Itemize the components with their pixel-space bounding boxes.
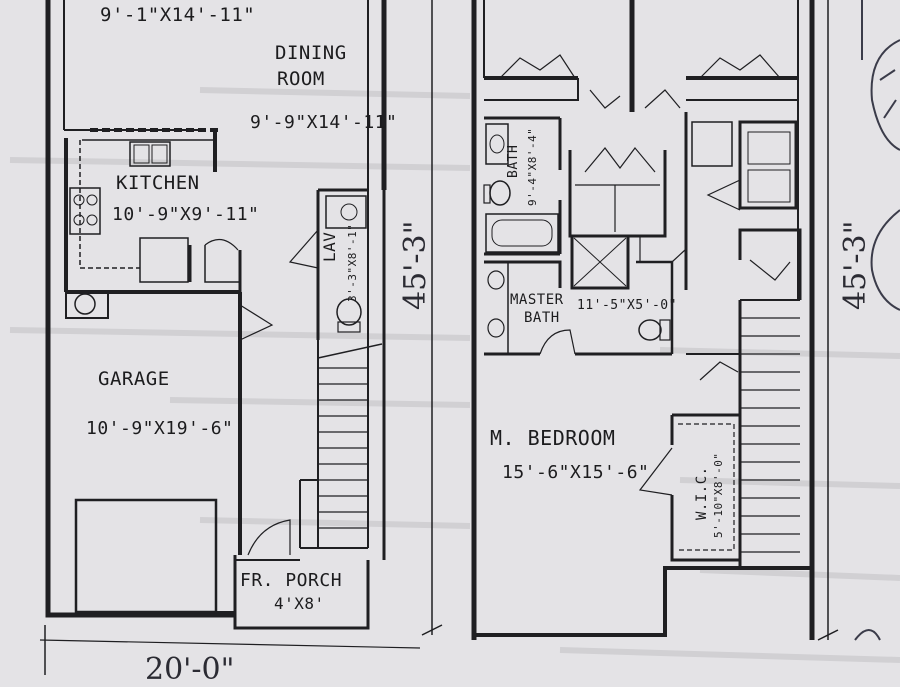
dining-room-label-line2: ROOM xyxy=(277,68,325,90)
garage-label: GARAGE xyxy=(98,368,170,390)
top-room-dims: 9'-1"X14'-11" xyxy=(100,4,256,26)
master-bath-dims: 11'-5"X5'-0" xyxy=(577,298,677,313)
wic-dims: 5'-10"X8'-0" xyxy=(712,452,725,538)
dining-room-label-line1: DINING xyxy=(275,42,347,64)
kitchen-dims: 10'-9"X9'-11" xyxy=(112,204,260,225)
master-bedroom-label: M. BEDROOM xyxy=(490,426,616,450)
first-floor-plan xyxy=(39,0,443,675)
dining-room-dims: 9'-9"X14'-11" xyxy=(250,112,398,133)
kitchen-label: KITCHEN xyxy=(116,172,200,194)
master-bedroom-dims: 15'-6"X15'-6" xyxy=(502,462,650,483)
front-porch-label: FR. PORCH xyxy=(240,570,343,591)
second-floor-plan xyxy=(471,0,839,641)
lav-label: LAV xyxy=(320,231,339,262)
bath-dims: 9'-4"X8'-4" xyxy=(526,127,539,206)
front-porch-dims: 4'X8' xyxy=(274,594,325,613)
master-bath-label-line1: MASTER xyxy=(510,292,564,308)
master-bath-label-line2: BATH xyxy=(524,310,560,326)
floor1-depth-dimension: 45'-3" xyxy=(398,220,433,310)
bath-label: BATH xyxy=(506,144,521,178)
floor1-width-dimension: 20'-0" xyxy=(145,652,235,687)
garage-dims: 10'-9"X19'-6" xyxy=(86,418,234,439)
floor2-depth-dimension: 45'-3" xyxy=(838,220,873,310)
wic-label: W.I.C. xyxy=(694,466,710,520)
lav-dims: 3'-3"X8'-1" xyxy=(346,223,359,302)
handwritten-annotations xyxy=(854,0,900,641)
